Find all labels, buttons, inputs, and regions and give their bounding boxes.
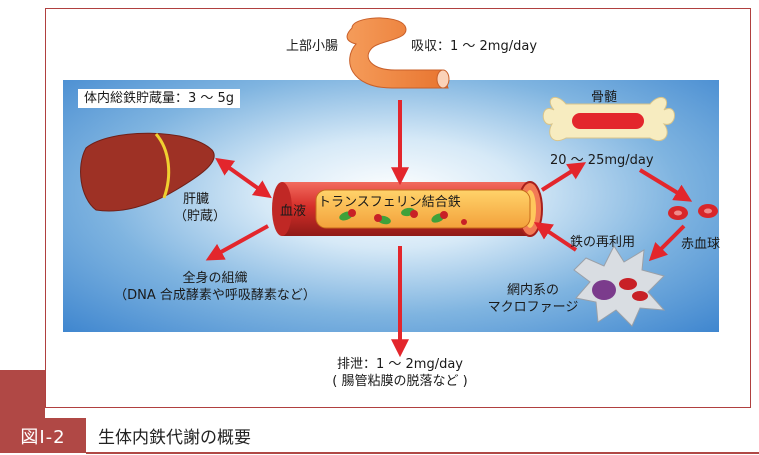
total-iron-label: 体内総鉄貯蔵量：3 ～ 5g (78, 89, 241, 108)
recycle-arrow (534, 222, 578, 252)
excretion-label-line2: ( 腸管粘膜の脱落など ) (332, 374, 468, 389)
bone-marrow-label: 骨髄 (591, 90, 618, 105)
liver-label: 肝臓 （貯蔵） (174, 191, 227, 225)
figure-title: 生体内鉄代謝の概要 (98, 428, 251, 448)
liver-icon (80, 132, 215, 212)
blood-vessel-icon (272, 181, 543, 237)
transferrin-molecule-icon (339, 207, 467, 225)
corner-accent (0, 370, 45, 418)
liver-label-line2: （貯蔵） (174, 209, 227, 224)
rbc-label: 赤血球 (681, 237, 721, 252)
small-intestine-icon (346, 17, 450, 89)
flow-arrows (205, 100, 693, 358)
to-rbc-arrow (638, 168, 693, 202)
plasma-label: 血液 (280, 204, 307, 219)
marrow-rate-label: 20 ～ 25mg/day (550, 153, 654, 168)
liver-label-line1: 肝臓 (182, 192, 209, 207)
figure-title-rule (86, 452, 759, 454)
to-marrow-arrow (540, 162, 587, 192)
macrophage-label-line2: マクロファージ (487, 300, 579, 315)
tissue-arrow (205, 224, 269, 261)
tissue-label-line2: （DNA 合成酵素や呼吸酵素など） (114, 288, 316, 303)
figure-number-badge: 図Ⅰ-2 (0, 418, 86, 453)
macrophage-icon (573, 244, 666, 327)
red-blood-cell-icon (668, 204, 718, 220)
intestine-label: 上部小腸 (286, 39, 339, 54)
macrophage-label: 網内系の マクロファージ (478, 282, 588, 316)
tissue-label-line1: 全身の組織 (182, 271, 248, 286)
macrophage-label-line1: 網内系の (506, 283, 559, 298)
excretion-label: 排泄：1 ～ 2mg/day ( 腸管粘膜の脱落など ) (322, 356, 478, 390)
bone-marrow-icon (542, 96, 675, 142)
tissue-label: 全身の組織 （DNA 合成酵素や呼吸酵素など） (98, 270, 332, 304)
transferrin-label: トランスフェリン結合鉄 (318, 195, 461, 210)
rbc-to-macrophage-arrow (648, 224, 686, 262)
figure-frame (45, 8, 751, 408)
excretion-label-line1: 排泄：1 ～ 2mg/day (336, 357, 463, 372)
recycle-label: 鉄の再利用 (570, 235, 636, 250)
liver-exchange-arrow (215, 157, 272, 199)
absorption-label: 吸収：1 ～ 2mg/day (411, 39, 538, 54)
